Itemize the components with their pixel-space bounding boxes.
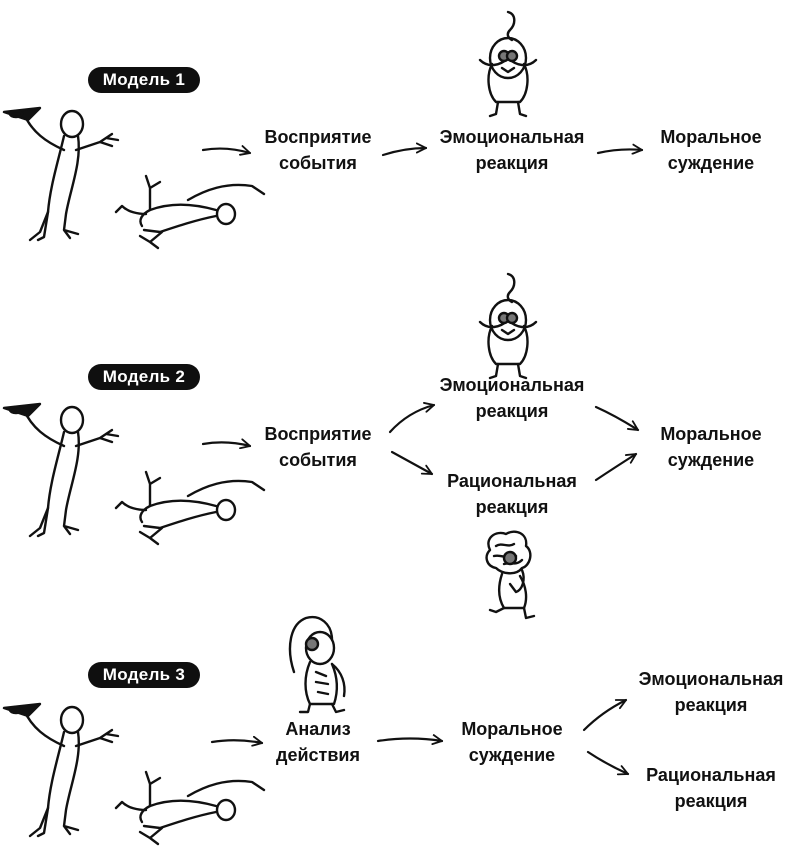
stick-figure-scene-2 xyxy=(2,402,266,546)
model-2-badge: Модель 2 xyxy=(88,364,200,390)
emotion-character-icon-2 xyxy=(478,272,538,380)
thinker-character-icon xyxy=(485,530,536,620)
arrow-m2-scene-to-perception xyxy=(201,442,250,446)
arrow-m1-scene-to-perception xyxy=(201,149,250,153)
arrow-m3-judgement-to-emotion xyxy=(582,698,626,732)
arrow-m2-perception-to-reason xyxy=(390,450,432,476)
analyzer-character-icon xyxy=(288,615,346,714)
arrow-m2-reason-to-judgement xyxy=(594,454,636,482)
stick-figure-scene-3 xyxy=(2,702,266,846)
arrow-m2-emotion-to-judgement xyxy=(594,405,638,430)
arrow-m3-judgement-to-reason xyxy=(586,750,628,774)
arrow-m3-scene-to-analysis xyxy=(210,740,262,743)
model-1-badge: Модель 1 xyxy=(88,67,200,93)
arrow-m3-analysis-to-judgement xyxy=(376,739,442,742)
arrow-m2-perception-to-emotion xyxy=(388,405,434,434)
arrow-m1-perception-to-emotion xyxy=(381,148,428,157)
model-3-badge: Модель 3 xyxy=(88,662,200,688)
stick-figure-scene-1 xyxy=(2,106,266,250)
emotion-character-icon-1 xyxy=(478,10,538,118)
arrow-m1-emotion-to-judgement xyxy=(596,149,642,153)
